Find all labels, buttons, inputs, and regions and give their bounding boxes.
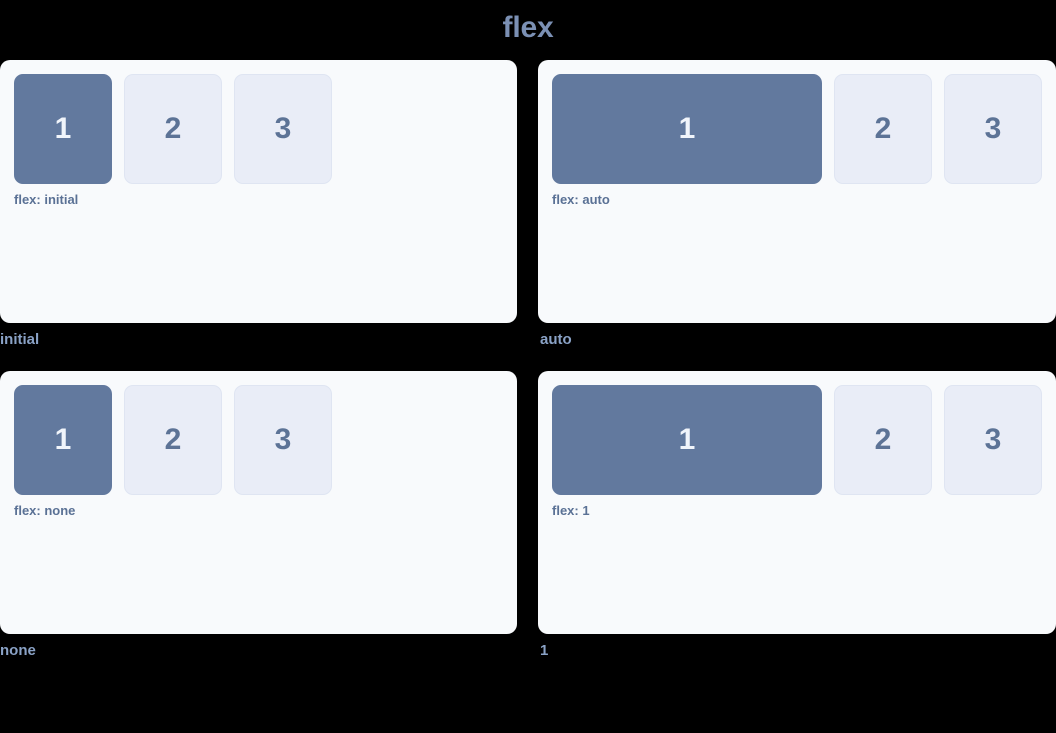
flex-item-1[interactable]: 1 [552,385,822,495]
flex-container-auto: 1 2 3 [552,74,1042,184]
flex-item-1[interactable]: 1 [14,74,112,184]
flex-value-label: flex: 1 [552,503,590,518]
demo-panel-none: 1 2 3 flex: none [0,371,517,634]
flex-item-2[interactable]: 2 [124,74,222,184]
flex-value-label: flex: auto [552,192,610,207]
flex-item-2[interactable]: 2 [124,385,222,495]
demo-panel-one: 1 2 3 flex: 1 [538,371,1056,634]
flex-item-1[interactable]: 1 [552,74,822,184]
flex-item-1[interactable]: 1 [14,385,112,495]
demo-cell-none: 1 2 3 flex: none none [0,371,517,666]
demo-panel-initial: 1 2 3 flex: initial [0,60,517,323]
flex-item-3[interactable]: 3 [234,74,332,184]
page-title: flex [502,11,554,44]
demo-panel-auto: 1 2 3 flex: auto [538,60,1056,323]
demo-caption-one: 1 [540,642,549,659]
flex-item-2[interactable]: 2 [834,74,932,184]
flex-item-3[interactable]: 3 [944,385,1042,495]
flex-value-label: flex: initial [14,192,79,207]
flex-item-3[interactable]: 3 [234,385,332,495]
demo-cell-initial: 1 2 3 flex: initial initial [0,60,517,355]
flex-value-label: flex: none [14,503,76,518]
flex-item-2[interactable]: 2 [834,385,932,495]
flex-container-one: 1 2 3 [552,385,1042,495]
flex-demo-grid: 1 2 3 flex: initial initial 1 2 3 flex: … [0,60,1056,720]
demo-caption-none: none [0,642,36,659]
demo-cell-auto: 1 2 3 flex: auto auto [538,60,1056,355]
flex-container-initial: 1 2 3 [14,74,503,184]
demo-caption-initial: initial [0,331,40,348]
flex-item-3[interactable]: 3 [944,74,1042,184]
demo-cell-one: 1 2 3 flex: 1 1 [538,371,1056,666]
demo-caption-auto: auto [540,331,572,348]
flex-container-none: 1 2 3 [14,385,503,495]
